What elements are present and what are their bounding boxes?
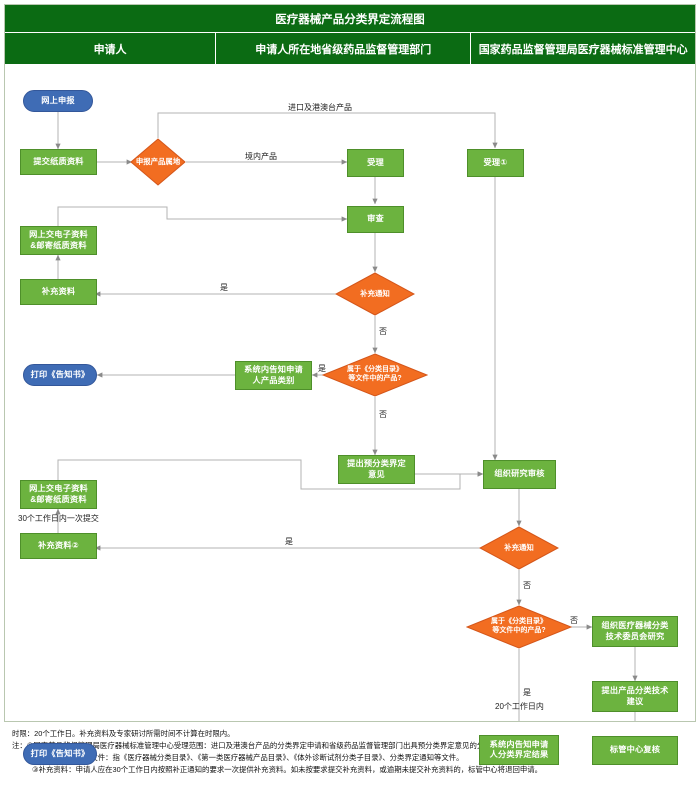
footnote-note-3: ③补充资料：申请人应在30个工作日内按照补正通知的要求一次提供补充资料。如未按要… xyxy=(32,764,543,774)
node-review-provincial[interactable]: 审查 xyxy=(347,206,404,233)
decision-label: 补充通知 xyxy=(504,543,534,553)
edge-label-import-hk-macau-taiwan: 进口及港澳台产品 xyxy=(288,103,352,112)
flowchart-canvas: 网上申报 提交纸质资料 网上交电子资料 &邮寄纸质资料 补充资料 打印《告知书》… xyxy=(5,64,695,765)
node-accept-provincial[interactable]: 受理 xyxy=(347,149,404,177)
decision-supplement-notice-1[interactable]: 补充通知 xyxy=(335,272,415,316)
decision-label: 申报产品属地 xyxy=(135,157,181,167)
node-accept-national-center[interactable]: 受理① xyxy=(467,149,524,177)
edge-label-no-3: 否 xyxy=(523,581,531,590)
node-notify-product-category[interactable]: 系统内告知申请 人产品类别 xyxy=(235,361,312,390)
decision-product-locality[interactable]: 申报产品属地 xyxy=(130,138,186,186)
node-supplement-materials-2[interactable]: 补充资料② xyxy=(20,533,97,559)
decision-belongs-catalog-1[interactable]: 属于《分类目录》 等文件中的产品? xyxy=(322,353,428,397)
footnotes: 时限：20个工作日。补充资料及专家研讨所需时间不计算在时限内。 注：①国家药品监… xyxy=(12,728,688,776)
node-online-submit-electronic-2[interactable]: 网上交电子资料 &邮寄纸质资料 xyxy=(20,480,97,509)
edge-label-domestic-product: 境内产品 xyxy=(245,152,277,161)
decision-label: 属于《分类目录》 等文件中的产品? xyxy=(347,366,403,382)
swimlane-header-provincial: 申请人所在地省级药品监督管理部门 xyxy=(216,33,472,64)
node-print-notice-2[interactable]: 打印《告知书》 xyxy=(23,743,97,765)
diamond-shape xyxy=(466,605,572,649)
footnote-note-1: 注：①国家药品监督管理局医疗器械标准管理中心受理范围：进口及港澳台产品的分类界定… xyxy=(12,740,529,750)
diamond-shape xyxy=(322,353,428,397)
node-propose-technical-advice[interactable]: 提出产品分类技术 建议 xyxy=(592,681,678,712)
node-online-apply[interactable]: 网上申报 xyxy=(23,90,93,112)
footnote-note-2: ②《分类目录》等文件：指《医疗器械分类目录》、《第一类医疗器械产品目录》、《体外… xyxy=(32,752,464,762)
edge-label-yes-2: 是 xyxy=(318,364,326,373)
diamond-shape xyxy=(130,138,186,186)
node-preliminary-classification-opinion[interactable]: 提出预分类界定 意见 xyxy=(338,455,415,484)
node-organize-classification-committee[interactable]: 组织医疗器械分类 技术委员会研究 xyxy=(592,616,678,647)
edge-label-yes-3: 是 xyxy=(285,537,293,546)
footnote-deadline: 时限：20个工作日。补充资料及专家研讨所需时间不计算在时限内。 xyxy=(12,729,235,738)
decision-supplement-notice-2[interactable]: 补充通知 xyxy=(479,526,559,570)
edge-label-no-4: 否 xyxy=(570,616,578,625)
decision-label: 补充通知 xyxy=(360,289,390,299)
node-supplement-materials-1[interactable]: 补充资料 xyxy=(20,279,97,305)
node-submit-paper-materials[interactable]: 提交纸质资料 xyxy=(20,149,97,175)
edge-label-no-2: 否 xyxy=(379,410,387,419)
diamond-shape xyxy=(335,272,415,316)
edge-label-submit-once-30-days: 30个工作日内一次提交 xyxy=(18,514,99,523)
swimlane-header-applicant: 申请人 xyxy=(5,33,217,64)
diamond-shape xyxy=(479,526,559,570)
page-title: 医疗器械产品分类界定流程图 xyxy=(5,5,695,33)
node-print-notice-1[interactable]: 打印《告知书》 xyxy=(23,364,97,386)
edge-label-yes-1: 是 xyxy=(220,283,228,292)
decision-belongs-catalog-2[interactable]: 属于《分类目录》 等文件中的产品? xyxy=(466,605,572,649)
node-notify-classification-result[interactable]: 系统内告知申请 人分类界定结果 xyxy=(479,735,559,765)
node-center-recheck[interactable]: 标管中心复核 xyxy=(592,736,678,765)
node-organize-research-review[interactable]: 组织研究审核 xyxy=(483,460,556,489)
node-online-submit-electronic-1[interactable]: 网上交电子资料 &邮寄纸质资料 xyxy=(20,226,97,255)
edge-label-within-20-working-days: 20个工作日内 xyxy=(495,702,544,711)
decision-label: 属于《分类目录》 等文件中的产品? xyxy=(491,618,547,634)
swimlane-header-row: 申请人 申请人所在地省级药品监督管理部门 国家药品监督管理局医疗器械标准管理中心 xyxy=(5,33,695,64)
edge-label-yes-4: 是 xyxy=(523,688,531,697)
swimlane-header-national-center: 国家药品监督管理局医疗器械标准管理中心 xyxy=(471,33,695,64)
edge-label-no-1: 否 xyxy=(379,327,387,336)
flowchart-frame: 医疗器械产品分类界定流程图 申请人 申请人所在地省级药品监督管理部门 国家药品监… xyxy=(4,4,696,765)
